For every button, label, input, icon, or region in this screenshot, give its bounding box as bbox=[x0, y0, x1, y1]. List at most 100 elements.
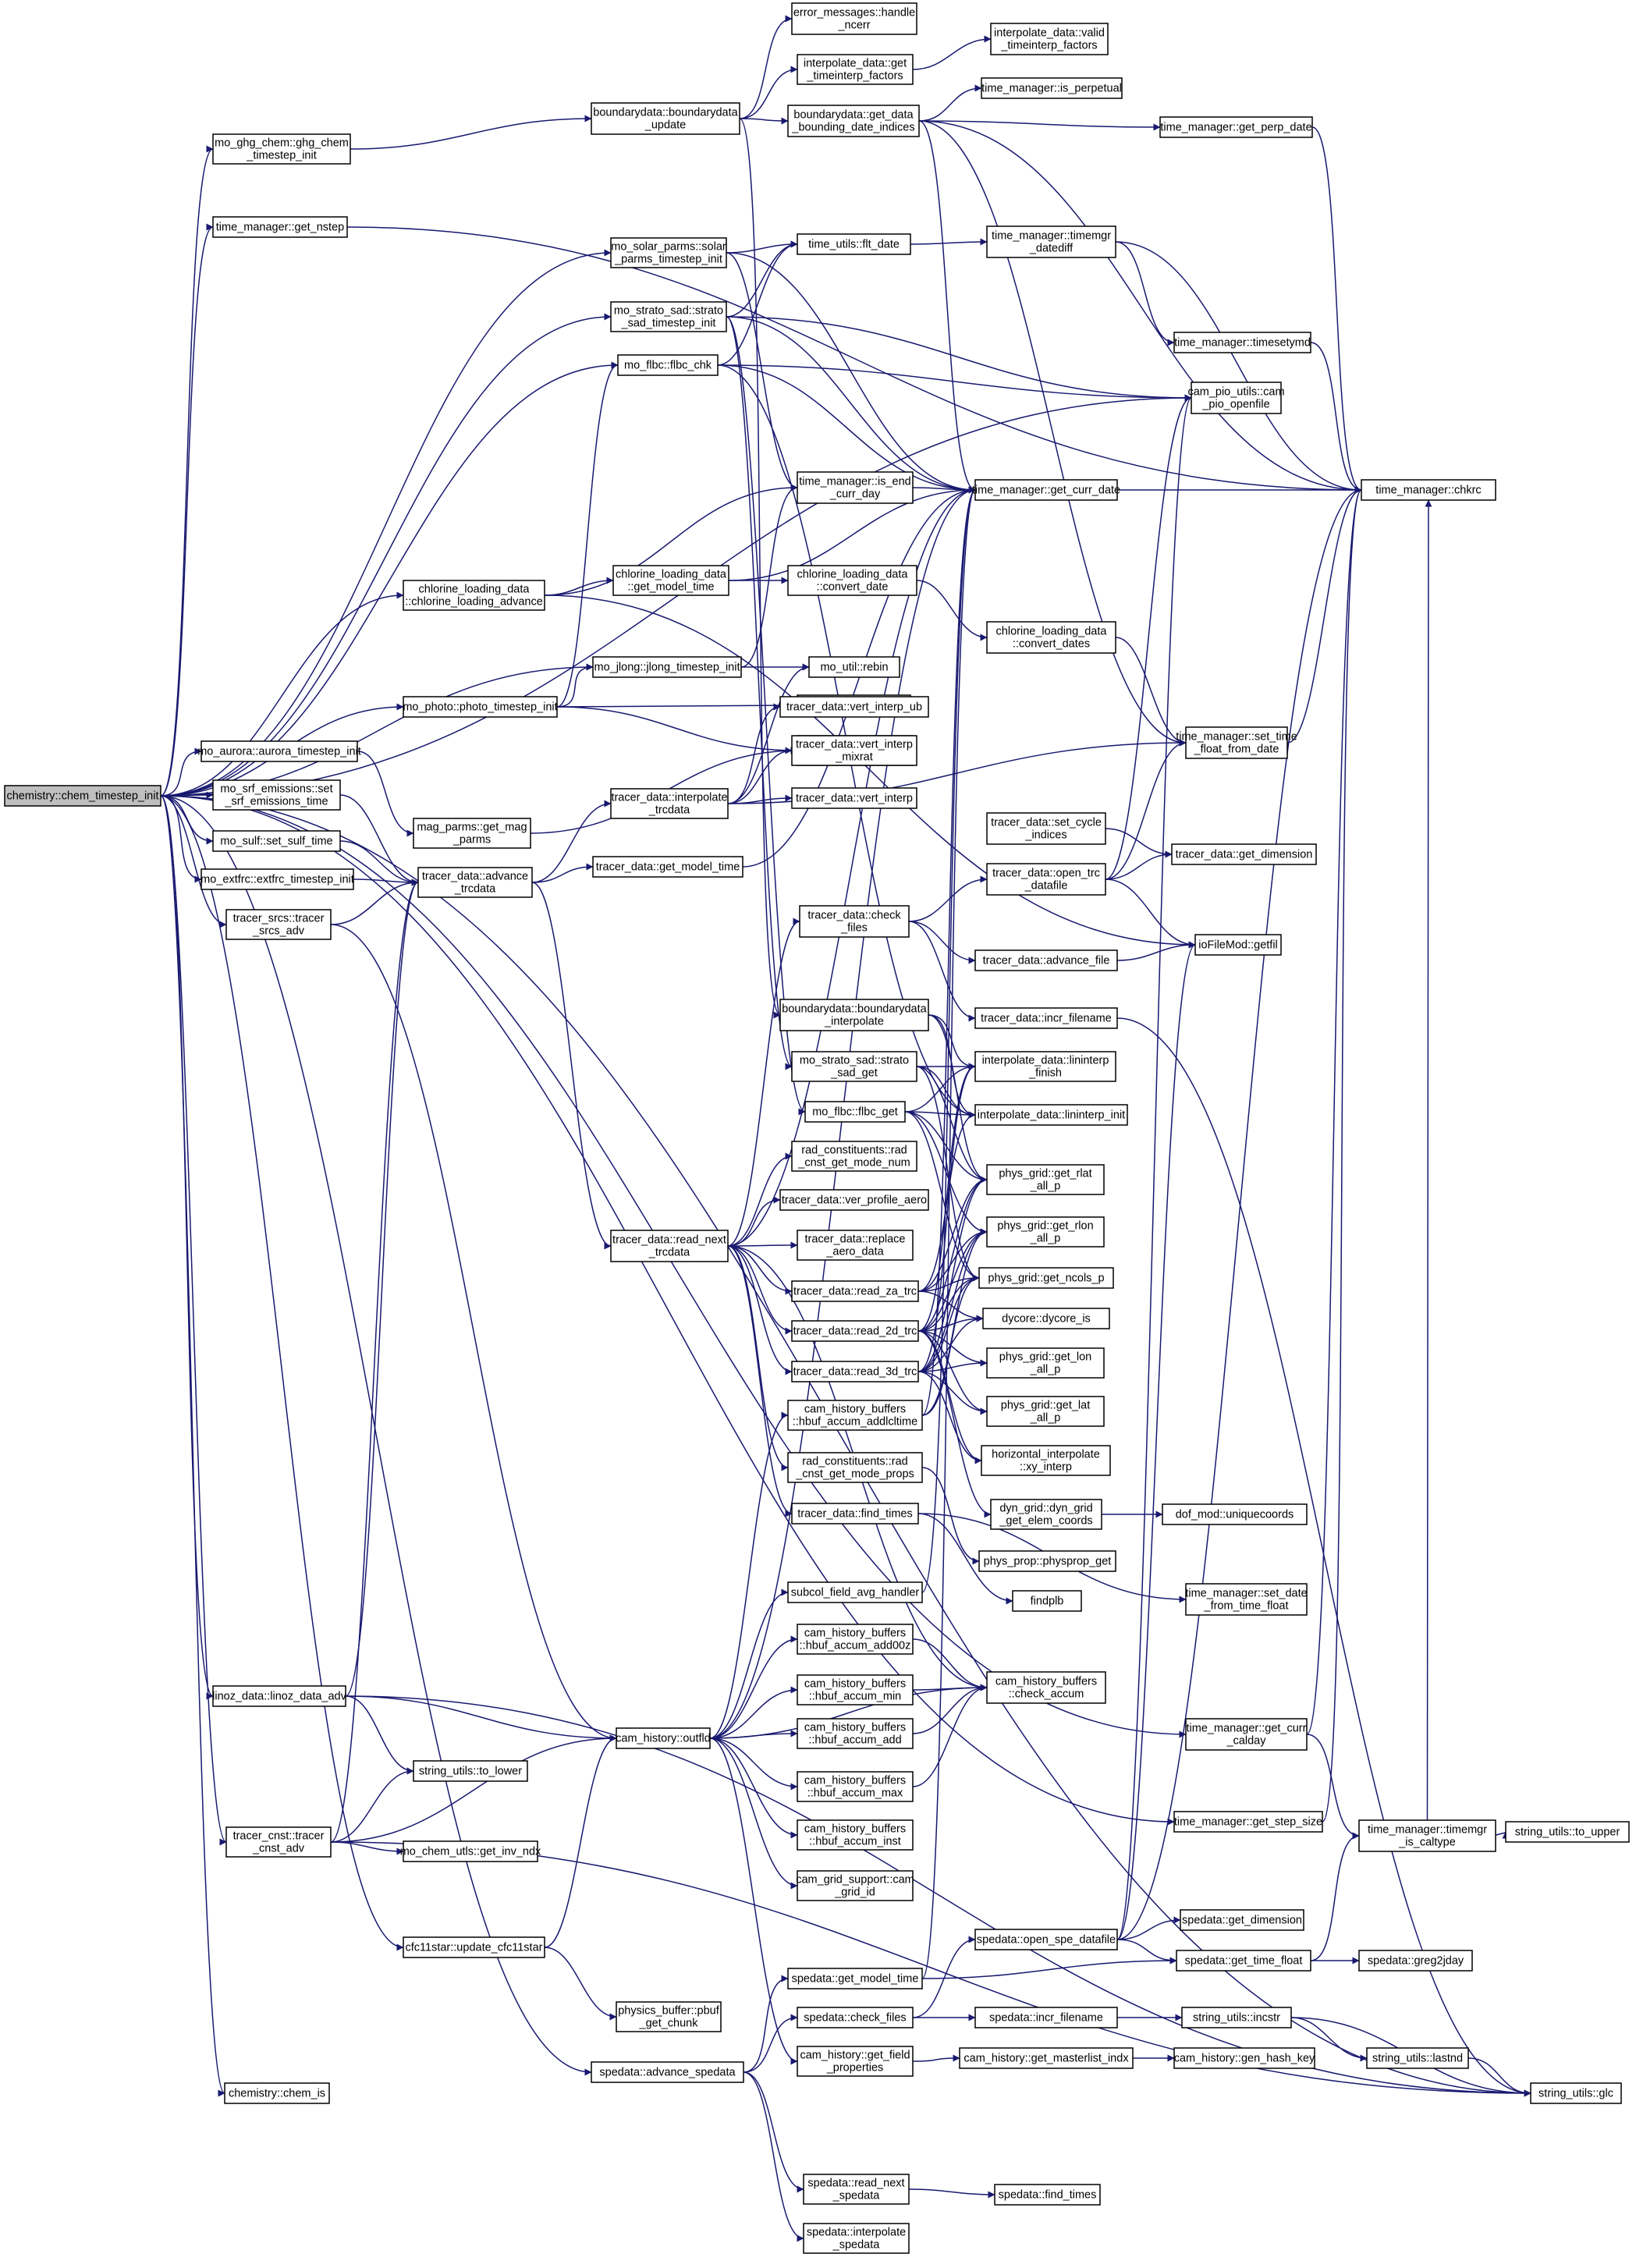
node-incstr[interactable]: string_utils::incstr bbox=[1181, 2007, 1292, 2028]
node-vi-mixrat[interactable]: tracer_data::vert_interp_mixrat bbox=[791, 735, 917, 766]
node-get-perp-date[interactable]: time_manager::get_perp_date bbox=[1159, 116, 1313, 138]
node-ver-profile[interactable]: tracer_data::ver_profile_aero bbox=[779, 1189, 929, 1211]
node-jlong[interactable]: mo_jlong::jlong_timestep_init bbox=[592, 656, 742, 678]
node-is-end-day[interactable]: time_manager::is_end_curr_day bbox=[797, 471, 914, 504]
node-bd-update[interactable]: boundarydata::boundarydata_update bbox=[591, 102, 740, 135]
node-dycore-is[interactable]: dycore::dycore_is bbox=[982, 1308, 1110, 1329]
node-read-next[interactable]: tracer_data::read_next_trcdata bbox=[610, 1230, 729, 1262]
node-read-3d[interactable]: tracer_data::read_3d_trc bbox=[791, 1361, 919, 1382]
node-getnstep[interactable]: time_manager::get_nstep bbox=[212, 216, 348, 238]
node-rebin[interactable]: mo_util::rebin bbox=[808, 656, 900, 678]
node-check-accum[interactable]: cam_history_buffers::check_accum bbox=[986, 1671, 1106, 1704]
node-td-find-times[interactable]: tracer_data::find_times bbox=[791, 1503, 919, 1524]
node-acc-inst[interactable]: cam_history_buffers::hbuf_accum_inst bbox=[797, 1819, 914, 1851]
node-lininterp-init[interactable]: interpolate_data::lininterp_init bbox=[974, 1104, 1128, 1126]
node-read-za[interactable]: tracer_data::read_za_trc bbox=[791, 1280, 919, 1302]
node-masterlist-indx[interactable]: cam_history::get_masterlist_indx bbox=[959, 2047, 1134, 2069]
node-lastnd[interactable]: string_utils::lastnd bbox=[1366, 2047, 1469, 2069]
node-strato-init[interactable]: mo_strato_sad::strato_sad_timestep_init bbox=[610, 301, 727, 332]
node-bd-interp[interactable]: boundarydata::boundarydata_interpolate bbox=[779, 999, 929, 1031]
node-advance-file[interactable]: tracer_data::advance_file bbox=[974, 949, 1118, 971]
node-convert-date[interactable]: chlorine_loading_data::convert_date bbox=[787, 565, 917, 596]
node-read-2d[interactable]: tracer_data::read_2d_trc bbox=[791, 1320, 919, 1342]
node-aurora[interactable]: mo_aurora::aurora_timestep_init bbox=[197, 740, 361, 762]
node-xy-interp[interactable]: horizontal_interpolate::xy_interp bbox=[981, 1445, 1111, 1476]
node-acc-max[interactable]: cam_history_buffers::hbuf_accum_max bbox=[797, 1771, 914, 1802]
node-get-field-props[interactable]: cam_history::get_field_properties bbox=[797, 2046, 914, 2077]
node-get-lat[interactable]: phys_grid::get_lat_all_p bbox=[986, 1396, 1105, 1427]
node-replace-aero[interactable]: tracer_data::replace_aero_data bbox=[797, 1230, 914, 1261]
node-flbc-chk[interactable]: mo_flbc::flbc_chk bbox=[617, 354, 719, 376]
node-to-lower[interactable]: string_utils::to_lower bbox=[413, 1760, 528, 1782]
node-get-curr-calday[interactable]: time_manager::get_curr_calday bbox=[1185, 1718, 1308, 1751]
node-get-ncols[interactable]: phys_grid::get_ncols_p bbox=[978, 1267, 1114, 1289]
node-incr-filename[interactable]: tracer_data::incr_filename bbox=[974, 1007, 1118, 1029]
node-strato-get[interactable]: mo_strato_sad::strato_sad_get bbox=[791, 1051, 917, 1082]
node-sulf[interactable]: mo_sulf::set_sulf_time bbox=[212, 830, 341, 852]
node-tracer-cnst[interactable]: tracer_cnst::tracer_cnst_adv bbox=[225, 1826, 332, 1858]
node-greg2jday[interactable]: spedata::greg2jday bbox=[1358, 1950, 1473, 1972]
node-convert-dates[interactable]: chlorine_loading_data::convert_dates bbox=[986, 621, 1116, 654]
node-ghg[interactable]: mo_ghg_chem::ghg_chem_timestep_init bbox=[212, 133, 351, 165]
node-set-time-float[interactable]: time_manager::set_time_float_from_date bbox=[1176, 726, 1297, 759]
node-root[interactable]: chemistry::chem_timestep_init bbox=[4, 785, 161, 807]
node-acc-add[interactable]: cam_history_buffers::hbuf_accum_add bbox=[797, 1718, 914, 1749]
node-mag[interactable]: mag_parms::get_mag_parms bbox=[413, 818, 531, 849]
node-td-get-model-time[interactable]: tracer_data::get_model_time bbox=[592, 856, 743, 878]
node-linoz[interactable]: linoz_data::linoz_data_adv bbox=[212, 1685, 347, 1707]
node-is-caltype[interactable]: time_manager::timemgr_is_caltype bbox=[1358, 1819, 1496, 1852]
node-get-curr-date[interactable]: time_manager::get_curr_date bbox=[972, 479, 1120, 501]
node-flt-date[interactable]: time_utils::flt_date bbox=[797, 233, 911, 255]
node-getfil[interactable]: ioFileMod::getfil bbox=[1194, 934, 1282, 956]
node-rad-mode-num[interactable]: rad_constituents::rad_cnst_get_mode_num bbox=[791, 1141, 917, 1172]
node-timemgr-datediff[interactable]: time_manager::timemgr_datediff bbox=[986, 225, 1116, 258]
node-is-perpetual[interactable]: time_manager::is_perpetual bbox=[981, 77, 1123, 99]
node-spe-get-dimension[interactable]: spedata::get_dimension bbox=[1180, 1909, 1304, 1931]
node-subcol[interactable]: subcol_field_avg_handler bbox=[787, 1581, 923, 1603]
node-solar-init[interactable]: mo_solar_parms::solar_parms_timestep_ini… bbox=[610, 237, 727, 268]
node-timesetymd[interactable]: time_manager::timesetymd bbox=[1173, 332, 1311, 353]
node-open-spe[interactable]: spedata::open_spe_datafile bbox=[974, 1929, 1118, 1950]
node-spe-check-files[interactable]: spedata::check_files bbox=[797, 2007, 914, 2028]
node-dyn-coords[interactable]: dyn_grid::dyn_grid_get_elem_coords bbox=[990, 1499, 1102, 1530]
node-extfrc[interactable]: mo_extfrc::extfrc_timestep_init bbox=[201, 868, 354, 890]
node-vi[interactable]: tracer_data::vert_interp bbox=[791, 787, 917, 809]
node-grid-id[interactable]: cam_grid_support::cam_grid_id bbox=[796, 1870, 914, 1901]
node-openfile[interactable]: cam_pio_utils::cam_pio_openfile bbox=[1187, 382, 1285, 414]
node-vi-ub[interactable]: tracer_data::vert_interp_ub bbox=[779, 696, 929, 718]
node-glc[interactable]: string_utils::glc bbox=[1530, 2082, 1622, 2104]
node-set-cycle[interactable]: tracer_data::set_cycle_indices bbox=[986, 812, 1106, 845]
node-rad-mode-props[interactable]: rad_constituents::rad_cnst_get_mode_prop… bbox=[787, 1452, 923, 1483]
node-spe-read-next[interactable]: spedata::read_next_spedata bbox=[803, 2174, 910, 2205]
node-advance-trc[interactable]: tracer_data::advance_trcdata bbox=[417, 867, 533, 898]
node-physprop[interactable]: phys_prop::physprop_get bbox=[978, 1550, 1116, 1572]
node-check-files[interactable]: tracer_data::check_files bbox=[799, 905, 910, 938]
node-get-rlat[interactable]: phys_grid::get_rlat_all_p bbox=[986, 1164, 1105, 1195]
node-get-lon[interactable]: phys_grid::get_lon_all_p bbox=[986, 1347, 1105, 1379]
node-chlorine-adv[interactable]: chlorine_loading_data::chlorine_loading_… bbox=[403, 580, 545, 611]
node-handle-ncerr[interactable]: error_messages::handle_ncerr bbox=[791, 2, 917, 35]
node-lininterp-finish[interactable]: interpolate_data::lininterp_finish bbox=[974, 1051, 1116, 1082]
node-pbuf-chunk[interactable]: physics_buffer::pbuf_get_chunk bbox=[616, 2001, 722, 2032]
node-gen-hash-key[interactable]: cam_history::gen_hash_key bbox=[1173, 2047, 1315, 2069]
node-set-date[interactable]: time_manager::set_date_from_time_float bbox=[1185, 1583, 1308, 1616]
node-get-tif[interactable]: interpolate_data::get_timeinterp_factors bbox=[797, 54, 914, 85]
node-open-trc[interactable]: tracer_data::open_trc_datafile bbox=[986, 863, 1106, 896]
node-chkrc[interactable]: time_manager::chkrc bbox=[1361, 479, 1496, 501]
node-cl-get-model-time[interactable]: chlorine_loading_data::get_model_time bbox=[612, 565, 729, 596]
node-cfc11[interactable]: cfc11star::update_cfc11star bbox=[403, 1936, 545, 1958]
node-outfld[interactable]: cam_history::outfld bbox=[616, 1727, 711, 1749]
node-spe-get-model-time[interactable]: spedata::get_model_time bbox=[787, 1968, 923, 1989]
node-findplb[interactable]: findplb bbox=[1012, 1590, 1082, 1612]
node-inv-ndx[interactable]: mo_chem_utls::get_inv_ndx bbox=[400, 1840, 541, 1862]
node-spe-interp[interactable]: spedata::interpolate_spedata bbox=[803, 2223, 910, 2254]
node-bd-indices[interactable]: boundarydata::get_data_bounding_date_ind… bbox=[787, 105, 920, 137]
node-spe-incr-filename[interactable]: spedata::incr_filename bbox=[974, 2007, 1118, 2028]
node-valid-tif[interactable]: interpolate_data::valid_timeinterp_facto… bbox=[990, 23, 1109, 55]
node-interp-trc[interactable]: tracer_data::interpolate_trcdata bbox=[610, 788, 729, 819]
node-spe-find-times[interactable]: spedata::find_times bbox=[994, 2184, 1101, 2206]
node-acc-min[interactable]: cam_history_buffers::hbuf_accum_min bbox=[797, 1674, 914, 1705]
node-spe-get-time-float[interactable]: spedata::get_time_float bbox=[1176, 1950, 1311, 1972]
node-get-step-size[interactable]: time_manager::get_step_size bbox=[1173, 1811, 1323, 1833]
node-spe-advance[interactable]: spedata::advance_spedata bbox=[591, 2061, 744, 2083]
